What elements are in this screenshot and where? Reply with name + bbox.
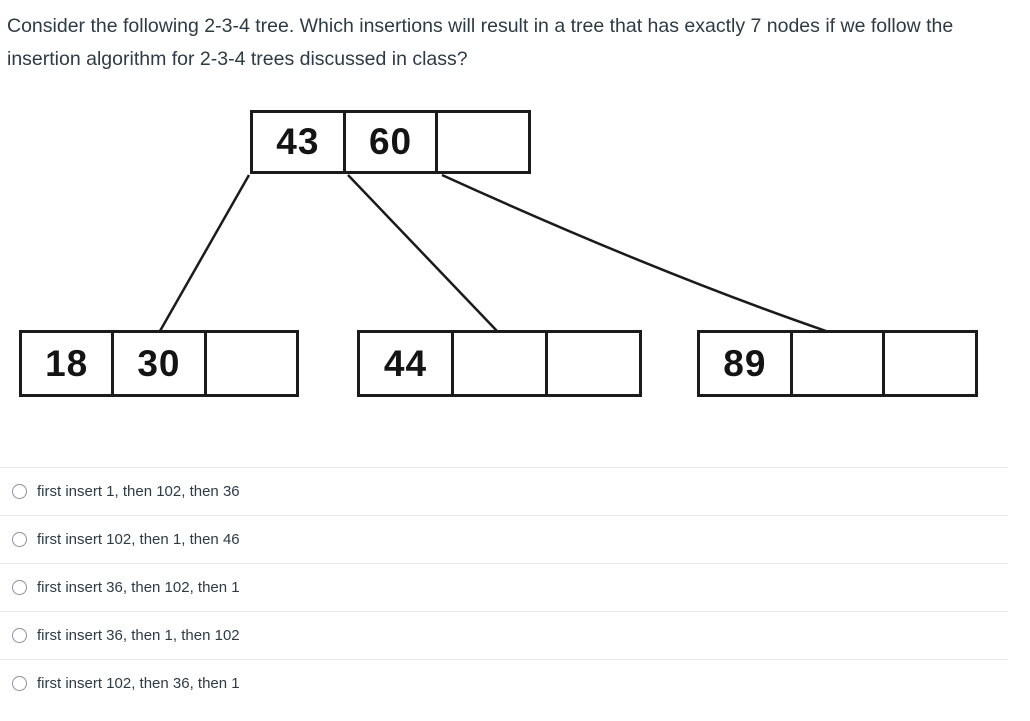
tree-key-cell [789, 330, 886, 397]
radio-button[interactable] [12, 580, 27, 595]
answer-option-label: first insert 36, then 1, then 102 [37, 627, 240, 644]
answer-option-2[interactable]: first insert 102, then 1, then 46 [0, 515, 1008, 563]
answer-option-1[interactable]: first insert 1, then 102, then 36 [0, 467, 1008, 515]
tree-node-root: 43 60 [250, 110, 532, 174]
tree-edge-right [441, 173, 827, 333]
tree-key-cell [435, 110, 532, 174]
tree-key-cell [203, 330, 299, 397]
tree-key-cell: 18 [19, 330, 115, 397]
tree-key-cell [451, 330, 548, 397]
question-text: Consider the following 2-3-4 tree. Which… [7, 15, 954, 70]
answer-option-4[interactable]: first insert 36, then 1, then 102 [0, 611, 1008, 659]
radio-button[interactable] [12, 676, 27, 691]
tree-edge-middle [347, 174, 498, 332]
radio-button[interactable] [12, 484, 27, 499]
answer-option-label: first insert 102, then 1, then 46 [37, 531, 240, 548]
answer-option-3[interactable]: first insert 36, then 102, then 1 [0, 563, 1008, 611]
tree-node-middle-child: 44 [357, 330, 642, 397]
tree-edge-left [158, 174, 251, 332]
tree-key-cell [882, 330, 979, 397]
tree-node-left-child: 18 30 [19, 330, 299, 397]
tree-key-cell: 44 [357, 330, 454, 397]
tree-key-cell: 43 [250, 110, 346, 174]
tree-key-cell: 30 [111, 330, 207, 397]
radio-button[interactable] [12, 532, 27, 547]
tree-key-cell: 60 [342, 110, 439, 174]
tree-key-cell [545, 330, 642, 397]
tree-node-right-child: 89 [697, 330, 979, 397]
tree-key-cell: 89 [697, 330, 793, 397]
answer-option-label: first insert 36, then 102, then 1 [37, 579, 240, 596]
radio-button[interactable] [12, 628, 27, 643]
answer-options: first insert 1, then 102, then 36 first … [0, 467, 1008, 707]
answer-option-label: first insert 102, then 36, then 1 [37, 675, 240, 692]
answer-option-5[interactable]: first insert 102, then 36, then 1 [0, 659, 1008, 707]
answer-option-label: first insert 1, then 102, then 36 [37, 483, 240, 500]
